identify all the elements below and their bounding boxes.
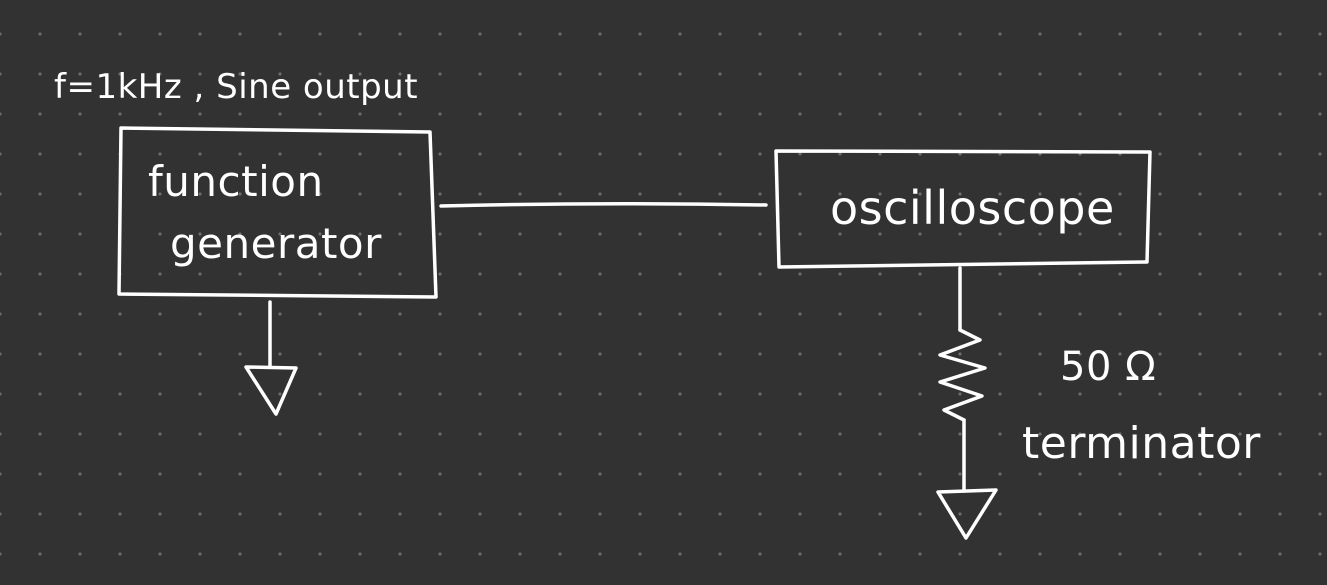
function-generator-label-line1: function [148,157,324,206]
signal-spec-annotation: f=1kHz , Sine output [54,67,418,107]
oscilloscope-block: oscilloscope [774,149,1152,269]
ground-icon [936,488,998,540]
function-generator-label-line2: generator [170,219,382,268]
oscilloscope-label: oscilloscope [830,181,1115,235]
terminator-label: terminator [1022,418,1261,469]
ground-icon [244,300,298,416]
function-generator-block: function generator [117,126,438,299]
resistor-icon [938,266,987,492]
connection-wire [439,201,768,208]
terminator-value: 50 Ω [1060,344,1156,390]
oscilloscope-box [774,149,1152,269]
function-generator-box [117,126,438,299]
